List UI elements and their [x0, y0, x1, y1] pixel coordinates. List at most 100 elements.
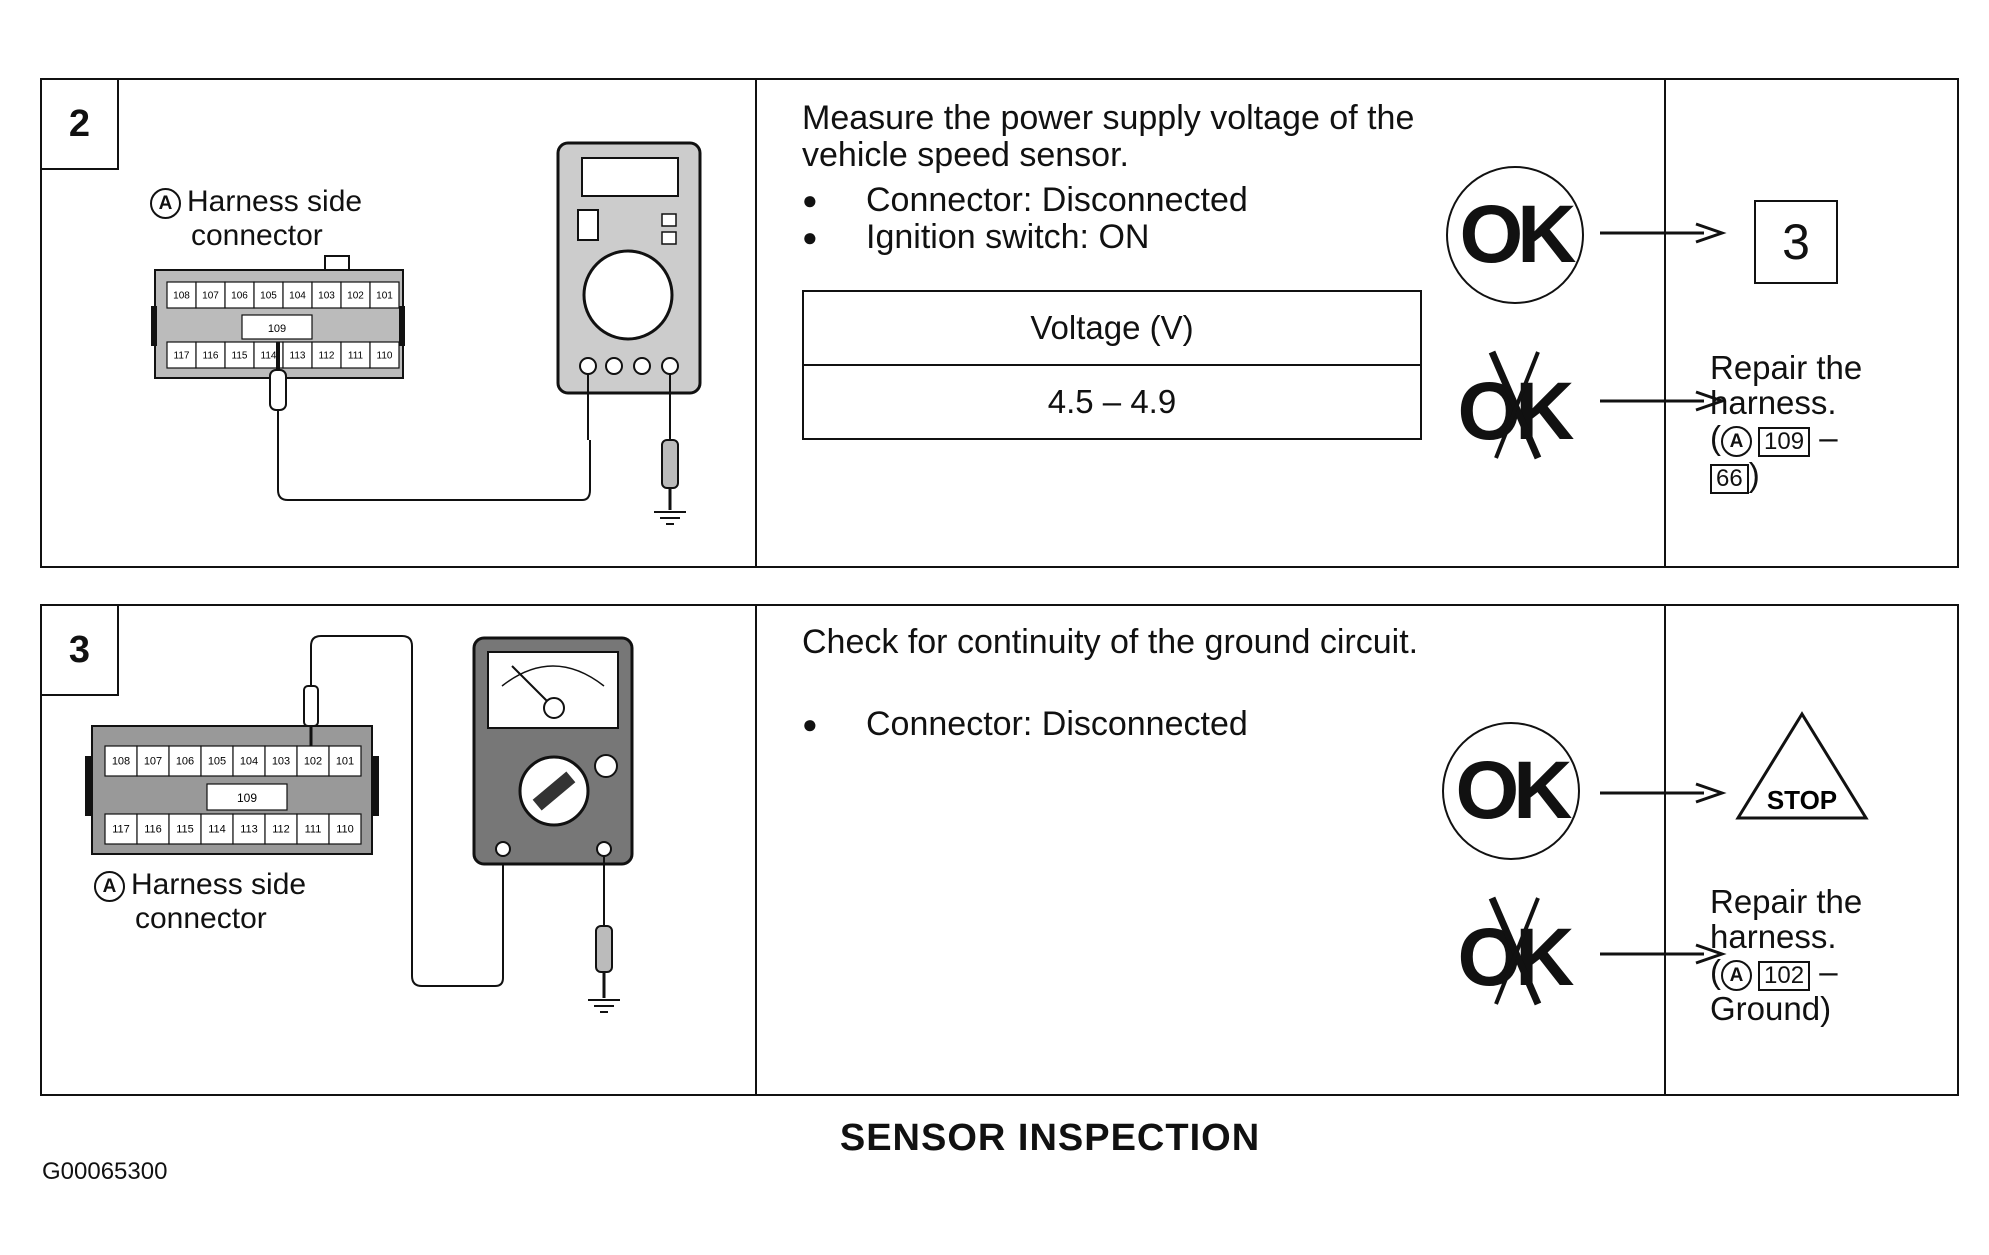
goto-step-box: 3 [1754, 200, 1838, 284]
pin-number: 111 [305, 824, 322, 836]
instruction-column [755, 606, 757, 1094]
instruction-text: Check for continuity of the ground circu… [802, 623, 1419, 661]
terminal-box: 66 [1710, 464, 1749, 494]
table-value: 4.5 – 4.9 [1047, 383, 1177, 420]
pin-cell [224, 281, 255, 309]
pin-cell [369, 341, 400, 369]
ng-icon: OK [1446, 896, 1580, 1008]
pin-cell [328, 745, 362, 777]
pin-cell [340, 341, 371, 369]
pin-cell [168, 813, 202, 845]
pin-number: 115 [176, 824, 194, 836]
marker-a-icon: A [1721, 960, 1752, 991]
marker-a-icon: A [94, 871, 125, 902]
pin-109: 109 [237, 791, 257, 805]
ng-icon: OK [1446, 350, 1580, 462]
pin-cell [168, 745, 202, 777]
condition-item: ●Connector: Disconnected [802, 181, 1248, 219]
condition-item: ●Ignition switch: ON [802, 218, 1150, 256]
figure-code: G00065300 [42, 1158, 168, 1185]
pin-number: 102 [304, 756, 322, 768]
digital-multimeter [556, 141, 702, 395]
pin-cell [104, 813, 138, 845]
pin-number: 101 [376, 290, 393, 301]
pin-cell [264, 813, 298, 845]
ground-probe [595, 925, 613, 998]
instruction-text: Measure the power supply voltage of the … [802, 99, 1415, 174]
condition-list: ●Connector: Disconnected ●Ignition switc… [802, 182, 1248, 256]
pin-cell [224, 341, 255, 369]
pin-cell [104, 745, 138, 777]
table-header: Voltage (V) [804, 292, 1420, 366]
ground-icon [588, 999, 620, 1013]
pin-number: 115 [232, 350, 248, 361]
pin-cell [195, 341, 226, 369]
analog-multimeter [472, 636, 634, 866]
svg-text:STOP: STOP [1767, 785, 1837, 815]
pin-number: 107 [144, 756, 162, 768]
ground-icon [654, 511, 686, 525]
pin-cell [282, 341, 313, 369]
pin-number: 117 [112, 824, 130, 836]
condition-item: ●Connector: Disconnected [802, 705, 1248, 743]
ok-icon: OK [1446, 166, 1584, 304]
result-column [1664, 606, 1666, 1094]
pin-number: 106 [176, 756, 194, 768]
pin-number: 110 [336, 824, 354, 836]
pin-number: 102 [347, 290, 364, 301]
pin-number: 104 [240, 756, 258, 768]
instruction-column [755, 80, 757, 566]
pin-number: 105 [260, 290, 277, 301]
pin-number: 103 [272, 756, 290, 768]
pin-cell [195, 281, 226, 309]
pin-number: 108 [112, 756, 130, 768]
ok-arrow-icon [1600, 222, 1727, 244]
pin-number: 110 [377, 350, 393, 361]
pin-cell [264, 745, 298, 777]
step-number: 3 [42, 606, 119, 696]
pin-number: 111 [348, 350, 364, 361]
pin-number: 108 [173, 290, 190, 301]
pin-cell [296, 745, 330, 777]
pin-109: 109 [268, 323, 286, 335]
result-column [1664, 80, 1666, 566]
step-number: 2 [42, 80, 119, 170]
pin-number: 107 [202, 290, 219, 301]
condition-list: ●Connector: Disconnected [802, 706, 1248, 743]
pin-cell [200, 745, 234, 777]
marker-a-icon: A [1721, 426, 1752, 457]
pin-cell [328, 813, 362, 845]
pin-number: 101 [336, 756, 354, 768]
pin-cell [282, 281, 313, 309]
pin-number: 114 [208, 824, 226, 836]
pin-cell [232, 745, 266, 777]
pin-number: 113 [290, 350, 306, 361]
pin-number: 116 [144, 824, 162, 836]
terminal-box: 102 [1758, 961, 1811, 991]
pin-cell [311, 281, 342, 309]
pin-number: 106 [231, 290, 248, 301]
pin-cell [136, 813, 170, 845]
diagram-title: SENSOR INSPECTION [839, 1117, 1261, 1159]
ok-icon: OK [1442, 722, 1580, 860]
pin-number: 117 [174, 350, 190, 361]
pin-number: 116 [203, 350, 219, 361]
pin-number: 114 [261, 350, 277, 361]
ground-probe [661, 439, 679, 510]
ng-arrow-icon [1600, 943, 1727, 965]
pin-number: 112 [319, 350, 335, 361]
connector-probe [303, 635, 504, 987]
pin-number: 103 [318, 290, 335, 301]
voltage-table: Voltage (V) 4.5 – 4.9 [802, 290, 1422, 440]
ng-arrow-icon [1600, 390, 1727, 412]
pin-cell [253, 281, 284, 309]
pin-cell [296, 813, 330, 845]
pin-cell [166, 341, 197, 369]
